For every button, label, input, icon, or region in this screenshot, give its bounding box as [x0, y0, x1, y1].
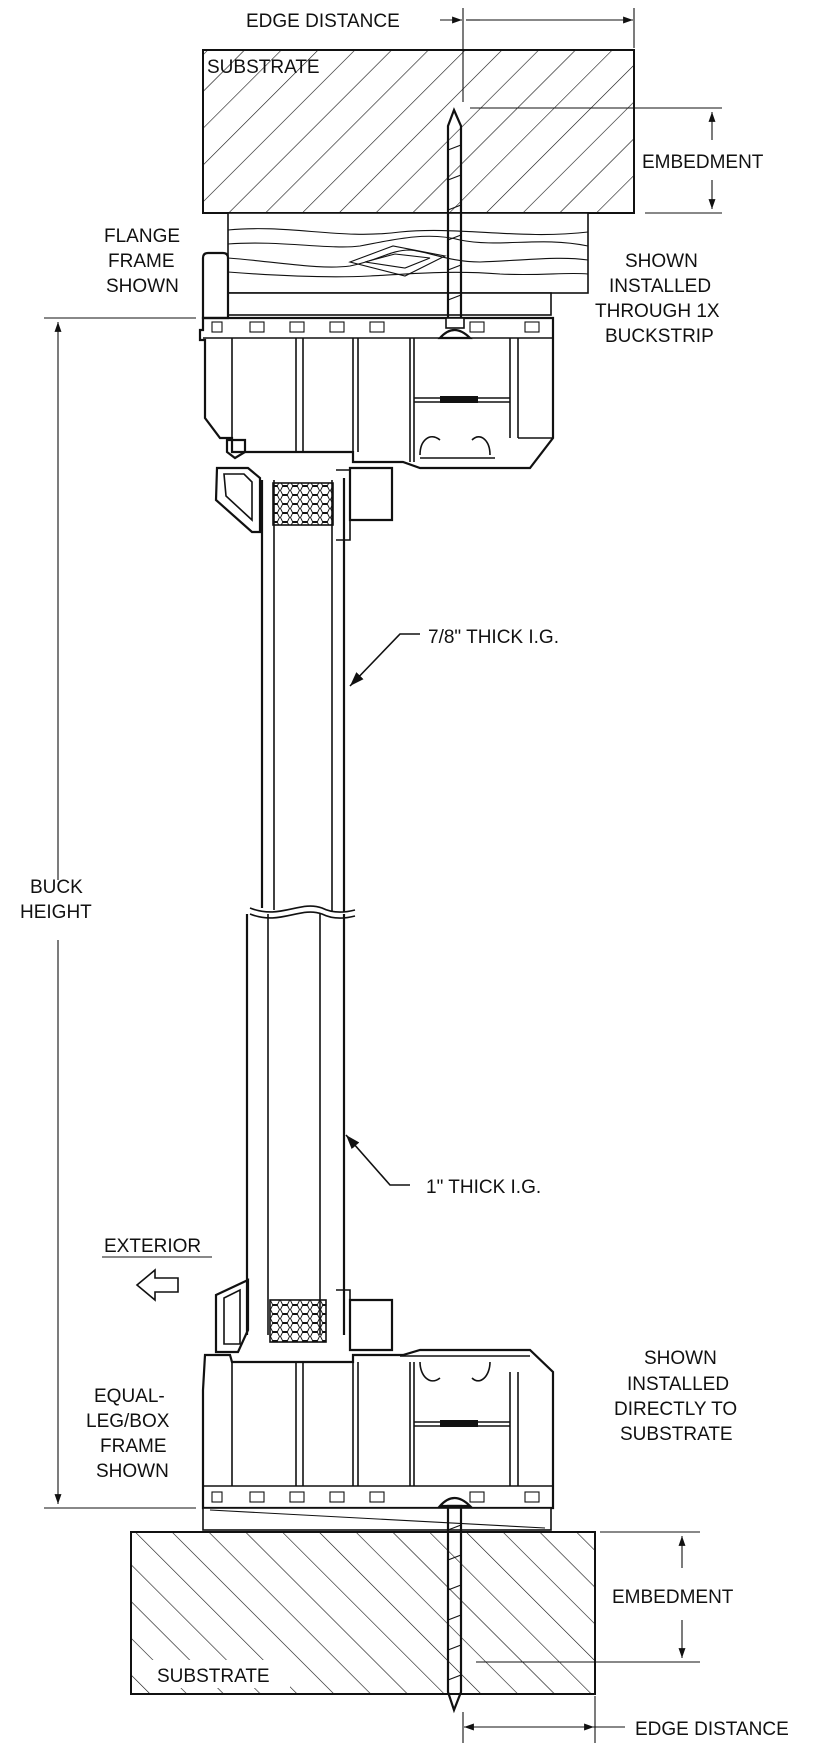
flange-label-line3: SHOWN [106, 276, 179, 297]
equal-leg-label-line3: FRAME [100, 1436, 167, 1457]
top-substrate [202, 49, 635, 214]
top-glazing-bead [214, 438, 394, 541]
ig-leaders [345, 633, 420, 1186]
top-edge-distance-dimension [440, 8, 635, 102]
flange-label-line2: FRAME [108, 251, 175, 272]
top-substrate-label: SUBSTRATE [207, 57, 320, 78]
buckstrip-label-line3: THROUGH 1X [595, 301, 720, 322]
ig-top-label: 7/8" THICK I.G. [428, 627, 559, 648]
bottom-edge-distance-label: EDGE DISTANCE [635, 1719, 789, 1740]
insulated-glass-unit [245, 478, 356, 1335]
direct-label-line4: SUBSTRATE [620, 1424, 733, 1445]
bottom-substrate [130, 1531, 596, 1695]
top-edge-distance-label: EDGE DISTANCE [246, 11, 400, 32]
bottom-embedment-dimension [476, 1531, 700, 1663]
top-embedment-dimension [470, 107, 722, 214]
buckstrip-label-line2: INSTALLED [609, 276, 711, 297]
equal-leg-label-line1: EQUAL- [94, 1386, 165, 1407]
buck-height-dimension [44, 317, 196, 1509]
top-frame-profile [198, 251, 555, 470]
bottom-substrate-label: SUBSTRATE [157, 1666, 270, 1687]
equal-leg-label-line2: LEG/BOX [86, 1411, 170, 1432]
bottom-frame-profile [201, 1348, 555, 1531]
bottom-embedment-label: EMBEDMENT [612, 1587, 734, 1608]
buckstrip-label-line4: BUCKSTRIP [605, 326, 714, 347]
flange-label-line1: FLANGE [104, 226, 180, 247]
ig-bottom-label: 1" THICK I.G. [426, 1177, 541, 1198]
bottom-glazing-bead [214, 1278, 394, 1354]
bottom-edge-distance-dimension [462, 1696, 625, 1743]
top-embedment-label: EMBEDMENT [642, 152, 764, 173]
buck-height-label-line1: BUCK [30, 877, 83, 898]
direct-label-line2: INSTALLED [627, 1374, 729, 1395]
buckstrip-label-line1: SHOWN [625, 251, 698, 272]
top-fastener [437, 107, 473, 340]
exterior-arrow-icon [102, 1256, 212, 1302]
direct-label-line1: SHOWN [644, 1348, 717, 1369]
buck-height-label-line2: HEIGHT [20, 902, 92, 923]
wood-buckstrip [227, 212, 589, 316]
exterior-label: EXTERIOR [104, 1236, 201, 1257]
direct-label-line3: DIRECTLY TO [614, 1399, 737, 1420]
equal-leg-label-line4: SHOWN [96, 1461, 169, 1482]
